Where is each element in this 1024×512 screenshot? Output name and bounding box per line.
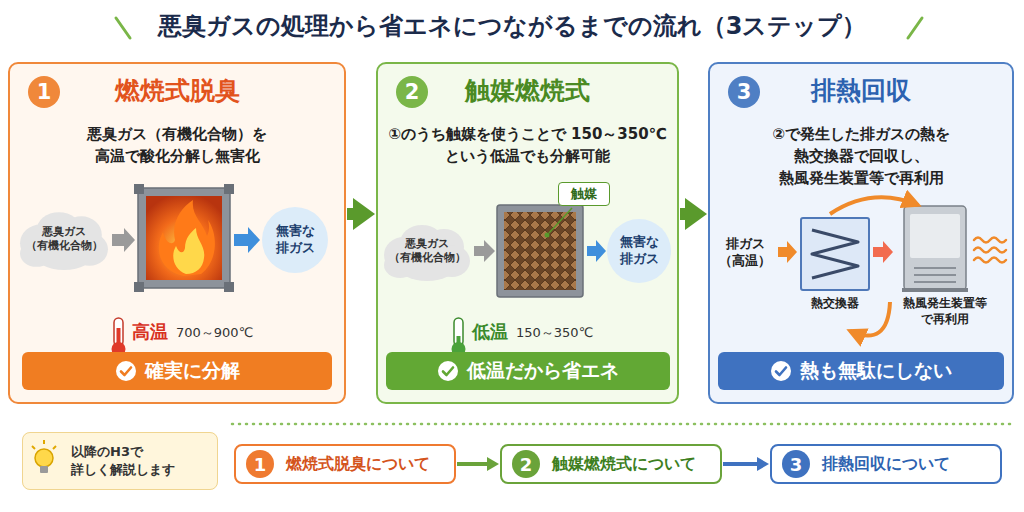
generator-grille xyxy=(914,274,956,276)
node-text: 低温だから省エネ xyxy=(467,358,619,384)
step-number: 2 xyxy=(512,450,540,478)
node-text: 熱も無駄にしない xyxy=(800,358,952,384)
furnace-corner xyxy=(134,282,144,292)
diagram-title: 悪臭ガスの処理から省エネにつながるまでの流れ（3ステップ） xyxy=(0,10,1024,42)
diagram-label: 熱交換器 xyxy=(796,296,874,312)
thermometer xyxy=(452,318,466,356)
result-banner: 低温だから省エネ xyxy=(386,352,670,390)
heat-exchanger xyxy=(801,218,869,290)
exhaust-circle: 無害な 排ガス xyxy=(262,207,328,273)
flow-arrow xyxy=(778,241,797,263)
node-text: 以降のH3で 詳しく解説します xyxy=(71,443,209,479)
section-link: 1 燃焼式脱臭について xyxy=(234,444,456,484)
gas-cloud: 悪臭ガス （有機化合物） xyxy=(382,219,472,283)
node-text: 無害な 排ガス xyxy=(607,234,671,268)
generator-grille xyxy=(914,267,956,269)
panel-ground xyxy=(9,63,345,403)
flame xyxy=(159,200,215,276)
generator-panel xyxy=(910,214,960,258)
flow-arrow xyxy=(680,208,695,220)
step-number: 1 xyxy=(28,76,60,108)
flow-arrow xyxy=(873,241,893,263)
leader-line xyxy=(549,208,572,233)
node-text: 確実に分解 xyxy=(145,358,240,384)
panel-ground xyxy=(377,63,678,403)
diagram-label: 700～900℃ xyxy=(176,325,276,342)
step-panel: 1燃焼式脱臭悪臭ガス（有機化合物）を 高温で酸化分解し無害化悪臭ガス （有機化合… xyxy=(8,62,346,404)
step-heading: 触媒燃焼式 xyxy=(378,74,677,107)
step-panel: 2触媒燃焼式 ①のうち触媒を使うことで 150～350℃という低温でも分解可能悪臭… xyxy=(376,62,679,404)
link-text: 触媒燃焼式について xyxy=(552,454,696,475)
diagram-label: 排ガス （高温） xyxy=(714,236,776,270)
step-heading: 燃焼式脱臭 xyxy=(10,74,344,107)
step-number: 3 xyxy=(782,450,810,478)
link-text: 燃焼式脱臭について xyxy=(286,454,430,475)
step-number: 2 xyxy=(396,76,428,108)
flow-arrow xyxy=(587,240,606,262)
step-heading: 排熱回収 xyxy=(710,74,1012,107)
note-ground xyxy=(22,432,218,490)
title-mark xyxy=(908,18,922,38)
diagram-label: 高温 xyxy=(132,320,176,343)
furnace-corner xyxy=(224,184,234,194)
diagram-label: 熱風発生装置等 で再利用 xyxy=(895,296,995,327)
check-icon xyxy=(770,360,792,382)
furnace-corner xyxy=(134,184,144,194)
node-text: 悪臭ガス （有機化合物） xyxy=(18,225,110,254)
furnace-chamber xyxy=(146,196,222,280)
hot-air-generator xyxy=(904,206,966,290)
node-text: 無害な 排ガス xyxy=(262,223,328,257)
check-icon xyxy=(115,360,137,382)
check-icon xyxy=(437,360,459,382)
step-description: ①のうち触媒を使うことで 150～350℃という低温でも分解可能 xyxy=(388,124,668,168)
catalyst-unit xyxy=(497,205,583,297)
node-text: 触媒 xyxy=(571,185,597,203)
gas-cloud: 悪臭ガス （有機化合物） xyxy=(18,206,110,272)
catalyst xyxy=(504,212,576,290)
generator-grille xyxy=(914,281,956,283)
step-description: ②で発生した排ガスの熱を 熱交換器で回収し、 熱風発生装置等で再利用 xyxy=(761,124,961,189)
step-description: 悪臭ガス（有機化合物）を 高温で酸化分解し無害化 xyxy=(77,124,277,168)
flame xyxy=(173,228,204,274)
furnace-corner xyxy=(224,282,234,292)
furnace xyxy=(138,188,230,288)
flow-arrow xyxy=(723,462,762,466)
title-mark xyxy=(116,18,130,38)
generator-base xyxy=(902,288,968,292)
diagram-label: 150～350℃ xyxy=(516,325,616,342)
step-panel: 3排熱回収 ②で発生した排ガスの熱を 熱交換器で回収し、 熱風発生装置等で再利用熱… xyxy=(708,62,1014,404)
leader-dot xyxy=(545,233,550,238)
step-number: 1 xyxy=(246,450,274,478)
callout-box: 触媒 xyxy=(558,182,610,206)
heat-exchanger-coil xyxy=(812,230,858,278)
step-number: 3 xyxy=(728,76,760,108)
result-banner: 確実に分解 xyxy=(22,352,332,390)
section-link: 3 排熱回収について xyxy=(770,444,1002,484)
heat-waves xyxy=(974,238,1006,263)
note-box: 以降のH3で 詳しく解説します xyxy=(22,432,218,490)
flow-arrow xyxy=(112,228,135,252)
flow-arrow xyxy=(234,227,260,253)
flow-arrow xyxy=(457,462,492,466)
panel-ground xyxy=(709,63,1013,403)
link-text: 排熱回収について xyxy=(822,454,950,475)
bulb-icon xyxy=(32,440,56,473)
section-link: 2 触媒燃焼式について xyxy=(500,444,722,484)
diagram-label: 低温 xyxy=(472,320,516,343)
divider xyxy=(232,423,1010,426)
node-text: 悪臭ガス （有機化合物） xyxy=(382,237,472,266)
flow-arrow xyxy=(347,208,363,220)
exhaust-circle: 無害な 排ガス xyxy=(607,219,671,283)
result-banner: 熱も無駄にしない xyxy=(718,352,1004,390)
cycle-arrow xyxy=(830,197,918,214)
thermometer xyxy=(112,318,126,356)
flow-arrow xyxy=(474,240,495,262)
